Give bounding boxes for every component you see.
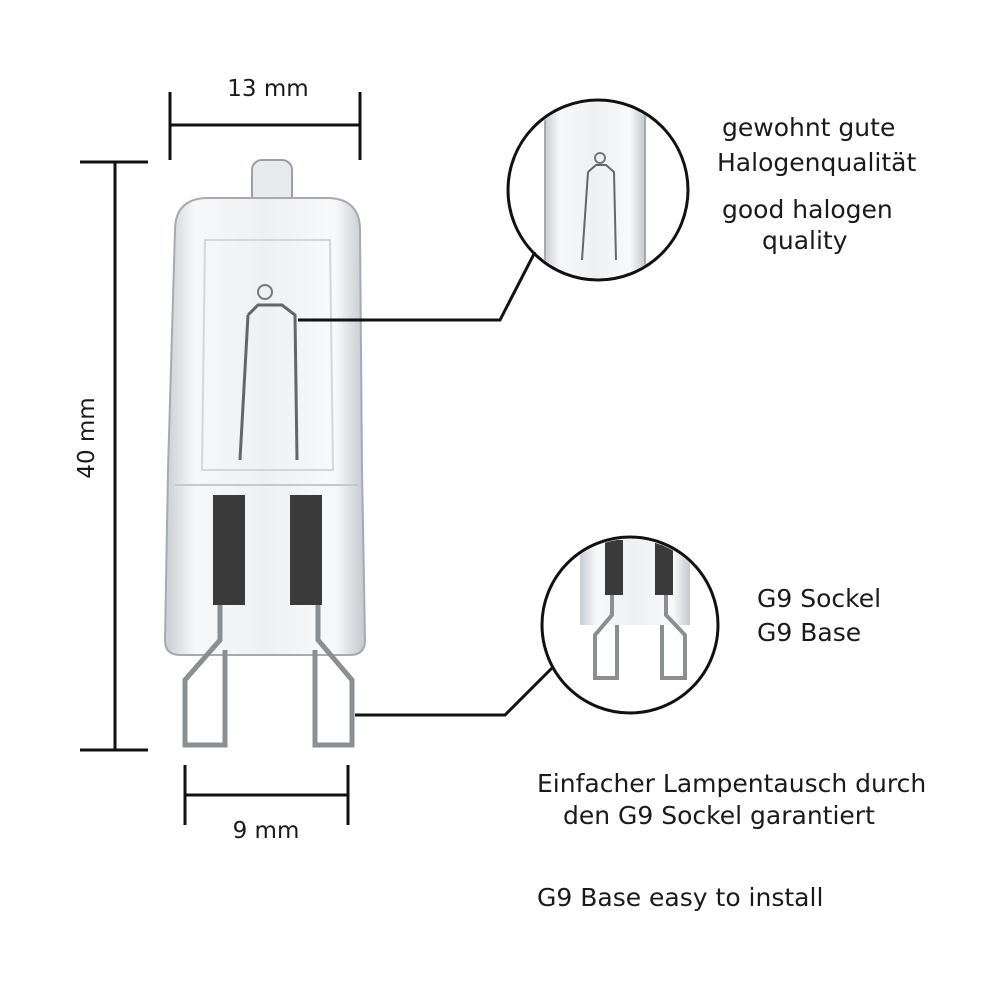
base-en-label: G9 Base [757, 618, 861, 647]
height-label: 40 mm [74, 397, 100, 478]
zoom-circle-base [540, 535, 720, 715]
quality-en-line2: quality [762, 226, 848, 255]
install-de-line2: den G9 Sockel garantiert [563, 801, 875, 830]
quality-de-line2: Halogenqualität [717, 148, 917, 177]
base-de-label: G9 Sockel [757, 584, 881, 613]
install-de-line1: Einfacher Lampentausch durch [537, 769, 926, 798]
quality-de-line1: gewohnt gute [722, 113, 895, 142]
g9-bulb-image [163, 159, 367, 748]
pin-lead-left [213, 495, 245, 605]
zoom-circle-filament [506, 98, 690, 282]
pin-spacing-label: 9 mm [233, 818, 300, 844]
width-label: 13 mm [227, 76, 308, 102]
height-dimension: 40 mm [74, 160, 148, 752]
pin-lead-right [290, 495, 322, 605]
base-callout: G9 Sockel G9 Base [355, 535, 881, 717]
width-dimension: 13 mm [168, 76, 362, 160]
install-en-line: G9 Base easy to install [537, 883, 823, 912]
quality-callout: gewohnt gute Halogenqualität good haloge… [298, 98, 917, 322]
quality-en-line1: good halogen [722, 195, 893, 224]
pin-spacing-dimension: 9 mm [183, 765, 350, 844]
